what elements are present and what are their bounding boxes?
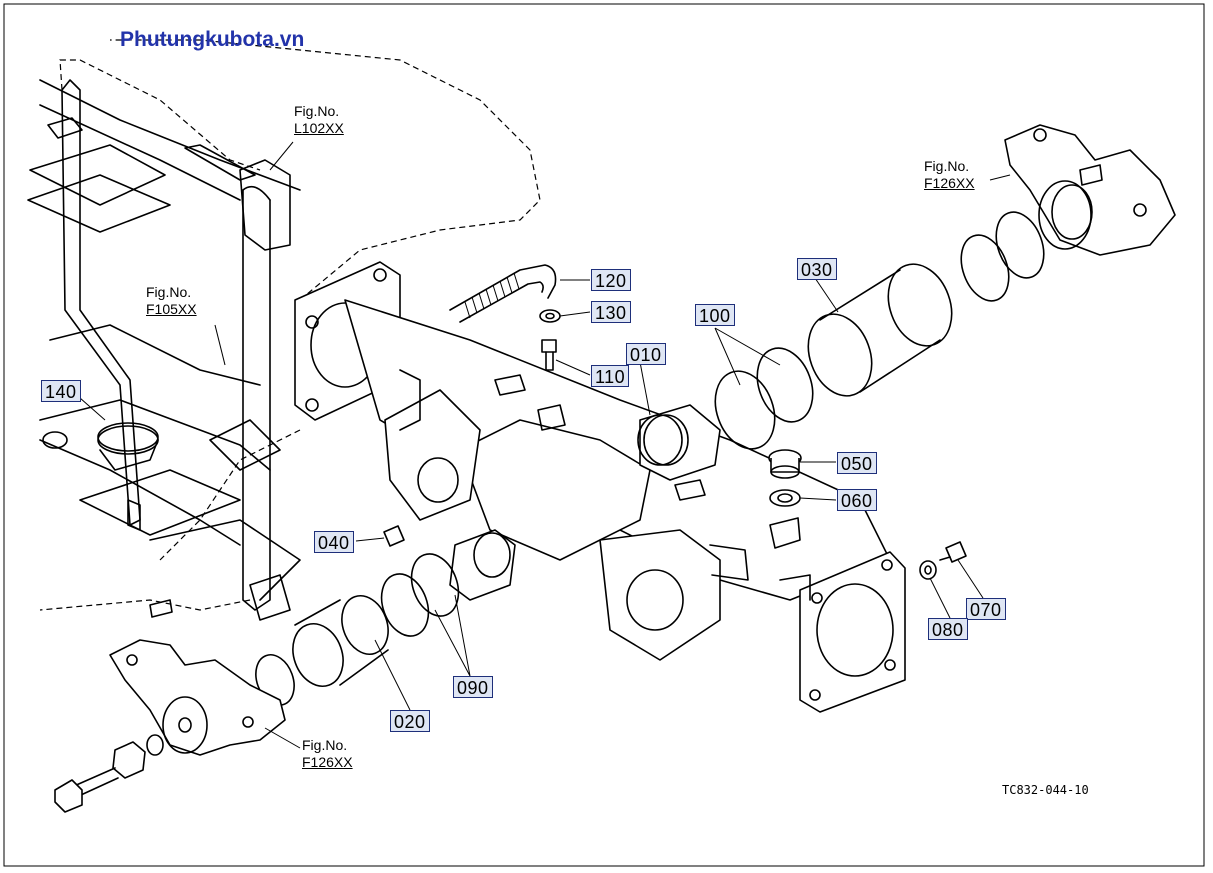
linkage-rods	[39, 39, 541, 611]
figure-ref-label: Fig.No.	[302, 737, 348, 753]
leader-lines	[79, 141, 1011, 749]
banjo-130-shape	[539, 309, 561, 323]
plug-050-shape	[768, 449, 802, 479]
figure-ref-f126-top[interactable]: Fig.No. F126XX	[924, 158, 975, 192]
callout-130[interactable]: 130	[591, 301, 631, 323]
nut-bolt-bottom-shape	[54, 734, 164, 813]
support-bracket-bottom-shape	[109, 639, 286, 756]
callout-070[interactable]: 070	[966, 598, 1006, 620]
figure-ref-l102[interactable]: Fig.No. L102XX	[294, 103, 344, 137]
callout-020[interactable]: 020	[390, 710, 430, 732]
drawing-code: TC832-044-10	[1002, 783, 1089, 797]
callout-030[interactable]: 030	[797, 258, 837, 280]
bushing-020-shape	[292, 595, 389, 687]
callout-120[interactable]: 120	[591, 269, 631, 291]
figure-ref-number: F126XX	[924, 175, 975, 191]
washer-060-shape	[769, 489, 801, 507]
tractor-frame	[27, 79, 301, 621]
callout-060[interactable]: 060	[837, 489, 877, 511]
callout-140[interactable]: 140	[41, 380, 81, 402]
callout-090[interactable]: 090	[453, 676, 493, 698]
site-title: Phutungkubota.vn	[120, 28, 305, 51]
callout-110[interactable]: 110	[591, 365, 630, 387]
callout-040[interactable]: 040	[314, 531, 354, 553]
nipple-040-shape	[383, 525, 405, 547]
figure-ref-label: Fig.No.	[924, 158, 970, 174]
figure-ref-number: F105XX	[146, 301, 197, 317]
callout-050[interactable]: 050	[837, 452, 877, 474]
axle-housing-010-shape	[294, 261, 906, 713]
callout-080[interactable]: 080	[928, 618, 968, 640]
washer-080-shape	[919, 560, 937, 580]
o-rings-100-shape	[714, 347, 814, 450]
bolt-110-shape	[541, 339, 557, 371]
callout-010[interactable]: 010	[626, 343, 666, 365]
bushing-030-shape	[807, 263, 953, 397]
figure-ref-number: F126XX	[302, 754, 353, 770]
figure-ref-f126-bottom[interactable]: Fig.No. F126XX	[302, 737, 353, 771]
callout-100[interactable]: 100	[695, 304, 735, 326]
bolt-070-shape	[939, 541, 967, 563]
drawing-border	[3, 3, 1205, 867]
clamp-140-shape	[97, 422, 159, 471]
figure-ref-label: Fig.No.	[294, 103, 340, 119]
support-bracket-top-shape	[1004, 124, 1176, 256]
figure-ref-label: Fig.No.	[146, 284, 192, 300]
seal-f126-bottom-shape	[255, 654, 295, 706]
seals-f126-top-shape	[960, 211, 1045, 302]
figure-ref-f105[interactable]: Fig.No. F105XX	[146, 284, 197, 318]
figure-ref-number: L102XX	[294, 120, 344, 136]
oil-pipe-120-shape	[449, 264, 557, 323]
